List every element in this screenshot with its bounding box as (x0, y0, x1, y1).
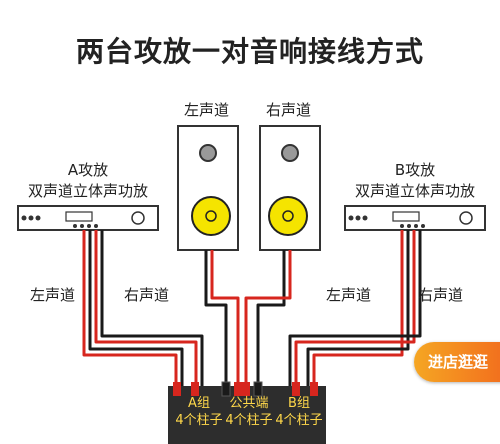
terminal-b-title: B组 (288, 396, 310, 411)
terminal-b-count: 4个柱子 (275, 413, 323, 428)
speaker-wires (204, 250, 292, 395)
amp-b-wires (288, 230, 422, 395)
left-speaker-label: 左声道 (184, 101, 230, 119)
terminal-a-group: A组 4个柱子 (174, 395, 224, 429)
amp-a-desc: 双声道立体声功放 (27, 182, 148, 200)
amp-b (344, 205, 486, 231)
terminal-block (168, 381, 326, 444)
left-speaker (177, 125, 239, 251)
amp-a-label: A攻放 双声道立体声功放 (18, 160, 158, 202)
amp-b-left-wire-label: 左声道 (326, 286, 372, 304)
right-speaker (259, 125, 321, 251)
amp-a (17, 205, 159, 231)
amp-a-wires (82, 230, 204, 395)
left-tweeter (199, 144, 217, 162)
amp-a-name: A攻放 (67, 161, 109, 179)
terminal-b-group: B组 4个柱子 (274, 395, 324, 429)
visit-store-button[interactable]: 进店逛逛 (414, 342, 500, 382)
amp-b-label: B攻放 双声道立体声功放 (345, 160, 485, 202)
right-tweeter (281, 144, 299, 162)
terminal-common-title: 公共端 (229, 396, 269, 411)
amp-b-right-wire-label: 右声道 (418, 286, 464, 304)
terminal-a-count: 4个柱子 (175, 413, 223, 428)
terminal-a-title: A组 (188, 396, 210, 411)
page-title: 两台攻放一对音响接线方式 (75, 35, 424, 68)
amp-a-right-wire-label: 右声道 (124, 286, 170, 304)
amp-b-desc: 双声道立体声功放 (354, 182, 475, 200)
amp-b-name: B攻放 (394, 161, 436, 179)
terminal-common-count: 4个柱子 (225, 413, 273, 428)
amp-a-left-wire-label: 左声道 (30, 286, 76, 304)
right-speaker-label: 右声道 (266, 101, 312, 119)
terminal-common: 公共端 4个柱子 (224, 395, 274, 429)
